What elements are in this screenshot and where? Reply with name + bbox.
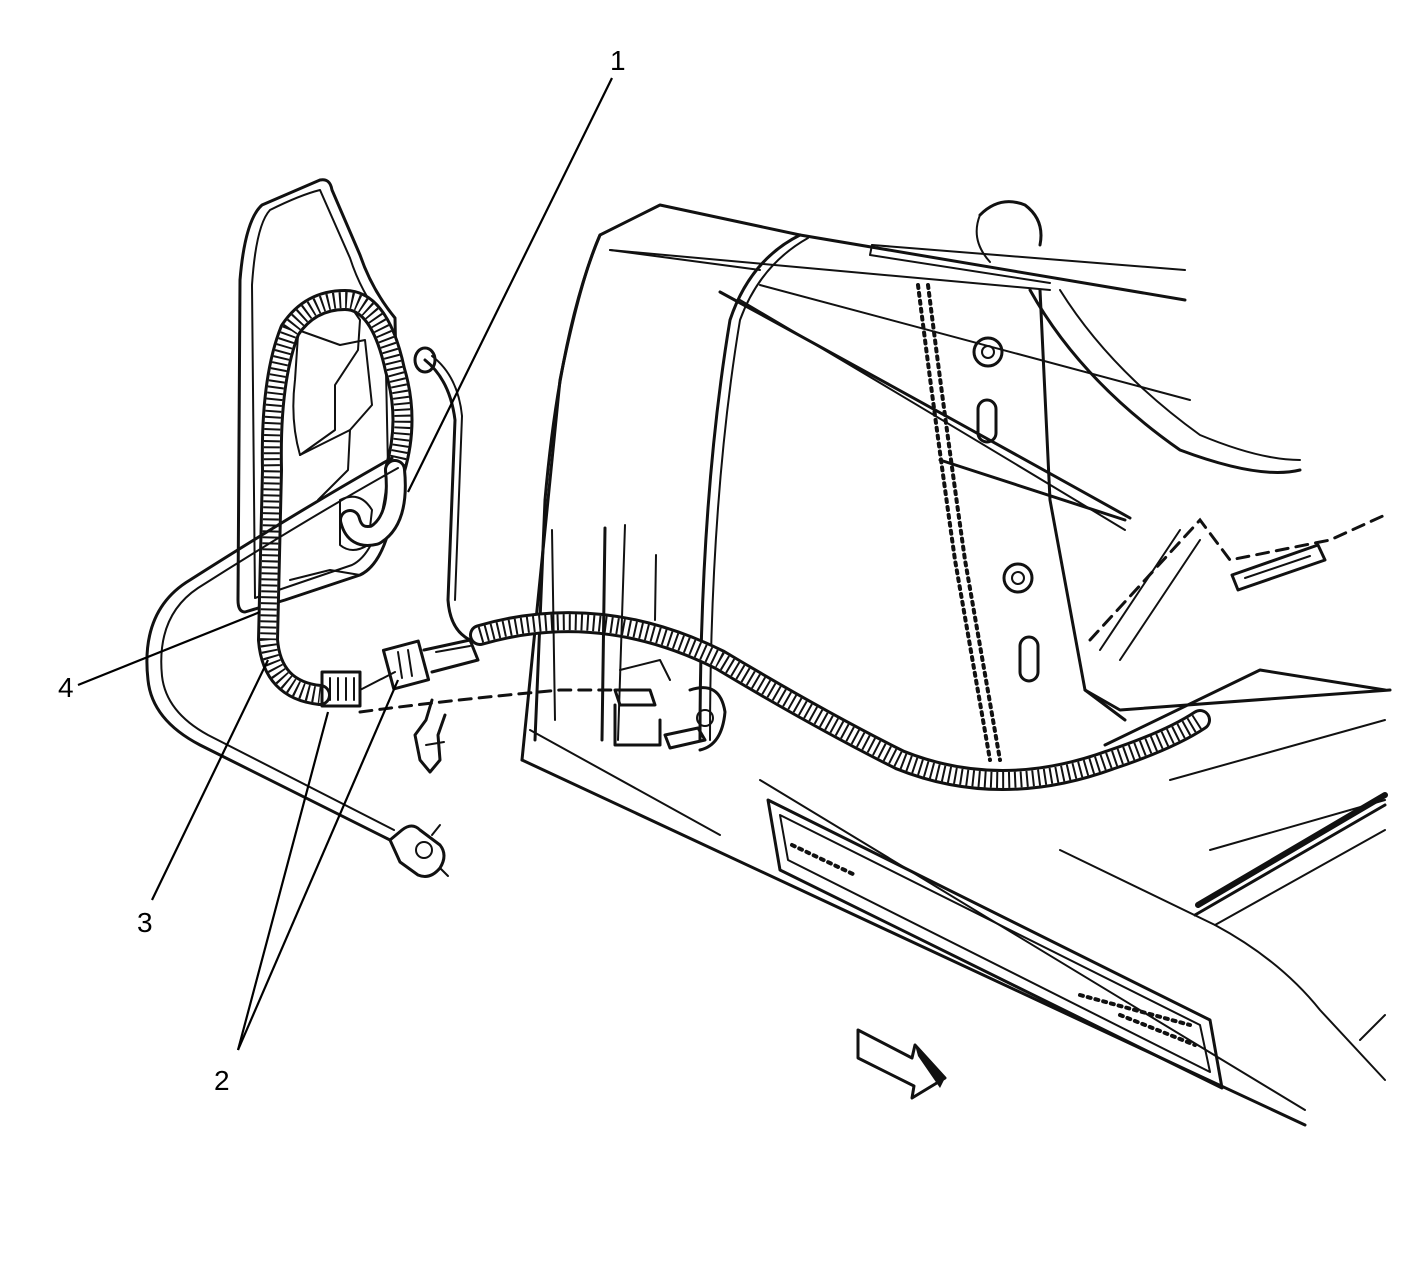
callout-1-label: 1 xyxy=(610,45,626,76)
slot-upper xyxy=(976,398,998,444)
bolt-upper xyxy=(972,336,1004,368)
label-plate xyxy=(766,798,1224,1090)
harness-connector-right xyxy=(381,638,480,691)
bolt-lower xyxy=(1002,562,1034,594)
callout-3: 3 xyxy=(137,659,269,938)
mirror-cable-lower xyxy=(145,456,449,878)
callout-3-label: 3 xyxy=(137,907,153,938)
cable-end-plug xyxy=(388,824,449,878)
routing-dashed-line xyxy=(358,688,632,714)
callout-1: 1 xyxy=(407,45,626,493)
harness-connector-left xyxy=(320,670,362,708)
callout-4-label: 4 xyxy=(58,672,74,703)
rocker-slot xyxy=(1230,543,1327,592)
forward-arrow-icon xyxy=(856,1028,947,1100)
wiring-harness xyxy=(257,289,414,706)
slot-lower xyxy=(1018,635,1040,683)
harness-clip xyxy=(613,659,727,752)
callout-4: 4 xyxy=(58,610,261,703)
body-wiring-harness xyxy=(469,611,1211,791)
vehicle-body-panel xyxy=(520,200,1392,1127)
callout-2-label: 2 xyxy=(214,1065,230,1096)
mirror-cable-upper xyxy=(413,346,472,642)
grommet xyxy=(413,698,447,774)
callout-2: 2 xyxy=(214,679,400,1096)
